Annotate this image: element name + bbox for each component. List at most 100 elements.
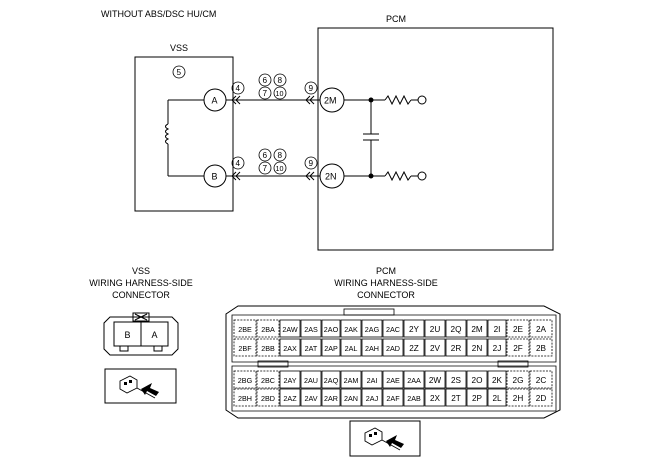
pcm-pin-2ak: 2AK xyxy=(340,319,362,338)
pcm-pin-2i: 2I xyxy=(487,319,507,338)
svg-text:A: A xyxy=(212,96,218,106)
pcm-pin-2j: 2J xyxy=(487,338,507,357)
vss-box xyxy=(134,56,234,212)
vss-pin-b: B xyxy=(125,330,131,340)
pcm-pin-label: 2J xyxy=(493,344,502,353)
pcm-pin-2e: 2E xyxy=(506,319,530,338)
pcm-pin-label: 2N xyxy=(472,344,483,353)
pcm-pin-2ao: 2AO xyxy=(321,319,341,338)
pcm-pin-2bd: 2BD xyxy=(256,388,280,407)
note-b-mid-top2: 8 xyxy=(278,151,283,160)
pcm-pin-2f: 2F xyxy=(506,338,530,357)
note-a-mid-top2: 8 xyxy=(278,76,283,85)
pcm-box-label: PCM xyxy=(386,14,406,24)
pcm-pin-2ax: 2AX xyxy=(279,338,301,357)
pcm-pin-label: 2AG xyxy=(365,325,380,334)
pcm-pin-label: 2W xyxy=(429,376,442,385)
line-b-notes xyxy=(231,148,318,175)
pcm-pin-label: 2Y xyxy=(409,325,420,334)
pcm-box xyxy=(317,27,554,251)
pcm-pin-2bc: 2BC xyxy=(256,370,280,389)
vss-connector-hand-icon xyxy=(104,368,177,404)
pcm-pin-2ba: 2BA xyxy=(256,319,280,338)
pcm-pin-label: 2L xyxy=(492,394,502,403)
pcm-connector-body xyxy=(225,305,561,419)
pcm-pin-label: 2AM xyxy=(344,376,359,385)
pcm-pin-2q: 2Q xyxy=(445,319,467,338)
pcm-connector-title-2: WIRING HARNESS-SIDE xyxy=(334,278,438,288)
pcm-pin-2al: 2AL xyxy=(340,338,362,357)
note-a-right: 9 xyxy=(309,84,314,93)
pcm-pin-label: 2E xyxy=(513,325,524,334)
pcm-pin-2af: 2AF xyxy=(382,388,404,407)
vss-terminal-a: A xyxy=(203,88,227,112)
pcm-pin-label: 2AZ xyxy=(283,394,297,403)
pcm-pin-2bh: 2BH xyxy=(233,388,257,407)
junction-dot-top xyxy=(368,97,374,103)
pcm-pin-2as: 2AS xyxy=(300,319,322,338)
wire-a xyxy=(226,95,320,105)
note-a-mid-bot: 7 xyxy=(263,89,268,98)
pcm-pin-label: 2H xyxy=(513,394,524,403)
pcm-pin-2ae: 2AE xyxy=(382,370,404,389)
pcm-pin-label: 2AH xyxy=(365,344,379,353)
pcm-pin-2h: 2H xyxy=(506,388,530,407)
pcm-pin-label: 2U xyxy=(430,325,441,334)
pcm-pin-2c: 2C xyxy=(529,370,553,389)
pcm-connector-title-1: PCM xyxy=(376,266,396,276)
svg-text:2N: 2N xyxy=(325,172,337,182)
pcm-pin-2bb: 2BB xyxy=(256,338,280,357)
pcm-pin-2ad: 2AD xyxy=(382,338,404,357)
pcm-pin-label: 2BF xyxy=(238,344,252,353)
pcm-pin-label: 2AN xyxy=(344,394,358,403)
diagram-title: WITHOUT ABS/DSC HU/CM xyxy=(101,9,216,19)
pcm-pin-label: 2AP xyxy=(324,344,338,353)
note-b-mid-top: 6 xyxy=(263,151,268,160)
pcm-pin-label: 2BE xyxy=(238,325,252,334)
vss-coil xyxy=(165,99,204,177)
pcm-pin-2an: 2AN xyxy=(340,388,362,407)
pcm-pin-2v: 2V xyxy=(424,338,446,357)
pcm-pin-label: 2AJ xyxy=(366,394,379,403)
pcm-pin-2aj: 2AJ xyxy=(361,388,383,407)
pcm-pin-label: 2T xyxy=(451,394,461,403)
pcm-pin-2b: 2B xyxy=(529,338,553,357)
pcm-pin-label: 2BG xyxy=(238,376,253,385)
pcm-pin-label: 2R xyxy=(451,344,462,353)
pcm-pin-label: 2AT xyxy=(305,344,318,353)
pcm-pin-label: 2AK xyxy=(344,325,358,334)
pcm-pin-2bg: 2BG xyxy=(233,370,257,389)
pcm-pin-label: 2AR xyxy=(324,394,338,403)
pcm-pin-label: 2AO xyxy=(324,325,339,334)
pcm-pin-label: 2Q xyxy=(451,325,462,334)
pcm-pin-label: 2BD xyxy=(261,394,275,403)
pcm-pin-label: 2I xyxy=(494,325,501,334)
pcm-pin-label: 2P xyxy=(472,394,483,403)
svg-text:2M: 2M xyxy=(324,96,337,106)
pcm-pin-label: 2V xyxy=(430,344,441,353)
pcm-pin-2a: 2A xyxy=(529,319,553,338)
pcm-pin-2av: 2AV xyxy=(300,388,322,407)
pcm-internal-circuit xyxy=(344,94,427,182)
pcm-pin-2at: 2AT xyxy=(300,338,322,357)
pcm-pin-label: 2F xyxy=(513,344,523,353)
pcm-terminal-2n: 2N xyxy=(319,163,345,189)
pcm-pin-2ap: 2AP xyxy=(321,338,341,357)
pcm-pin-label: 2BB xyxy=(261,344,275,353)
pcm-pin-label: 2M xyxy=(471,325,483,334)
pcm-pin-label: 2AE xyxy=(386,376,400,385)
pcm-pin-label: 2Z xyxy=(409,344,419,353)
pcm-pin-2au: 2AU xyxy=(300,370,322,389)
pcm-pin-label: 2AF xyxy=(386,394,400,403)
note-a-left: 4 xyxy=(236,84,241,93)
pcm-pin-2ac: 2AC xyxy=(382,319,404,338)
vss-connector-title-1: VSS xyxy=(132,266,150,276)
pcm-pin-label: 2C xyxy=(536,376,547,385)
vss-connector-title-3: CONNECTOR xyxy=(112,290,170,300)
pcm-pin-label: 2AS xyxy=(304,325,318,334)
pcm-pin-2t: 2T xyxy=(445,388,467,407)
pcm-pin-label: 2B xyxy=(536,344,547,353)
pcm-pin-2d: 2D xyxy=(529,388,553,407)
